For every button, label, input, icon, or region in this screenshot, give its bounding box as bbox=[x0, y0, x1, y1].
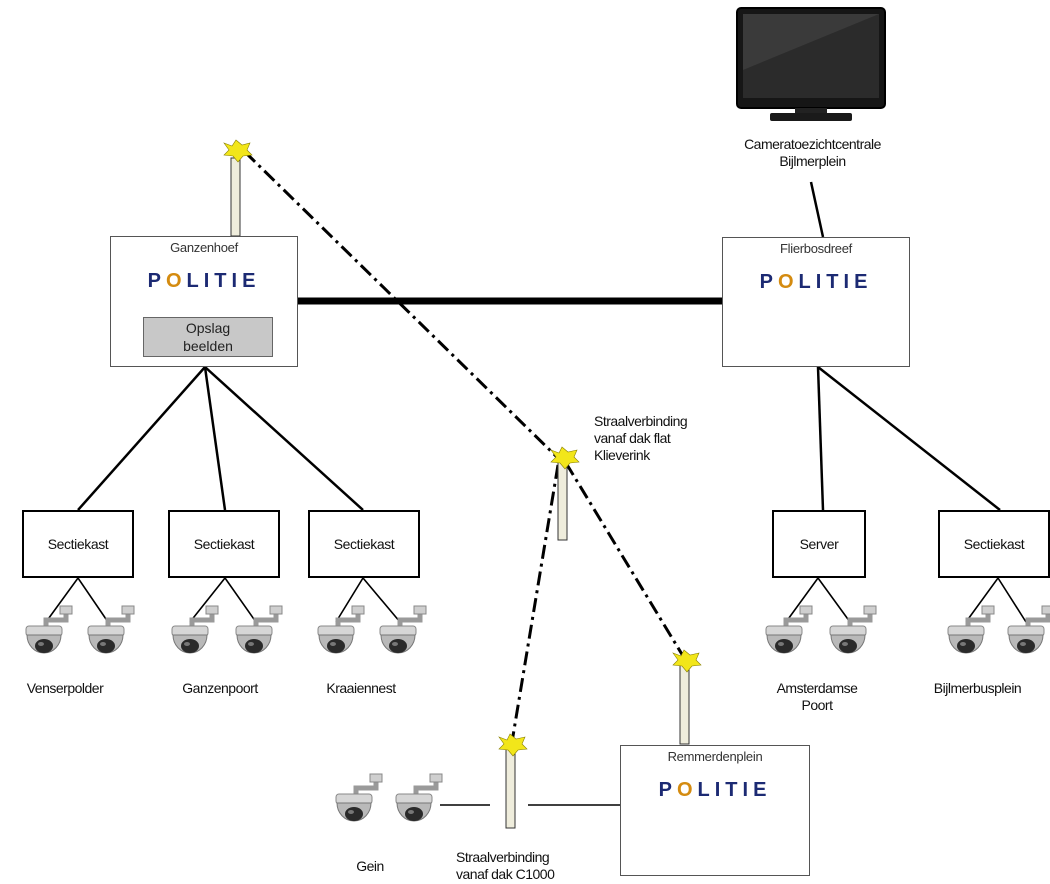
monitor-label-line1: Cameratoezichtcentrale bbox=[744, 136, 881, 152]
storage-line1: Opslag bbox=[185, 320, 231, 336]
antenna-mast-c1000 bbox=[498, 733, 528, 829]
monitor-icon bbox=[736, 7, 886, 121]
sectiekast-box: Sectiekast bbox=[22, 510, 134, 578]
camera-group-label: Venserpolder bbox=[26, 680, 104, 696]
camera-group-label: Gein bbox=[356, 858, 384, 874]
station-name: Ganzenhoef bbox=[170, 240, 238, 255]
politie-logo: POLITIE bbox=[759, 271, 873, 293]
server-box: Server bbox=[772, 510, 866, 578]
relay-label-klieverink: Straalverbinding vanaf dak flat Klieveri… bbox=[594, 413, 688, 464]
sectiekast-box: Sectiekast bbox=[168, 510, 280, 578]
monitor-label-line2: Bijlmerplein bbox=[779, 153, 846, 169]
politie-logo: POLITIE bbox=[147, 270, 261, 292]
sectiekast-box: Sectiekast bbox=[308, 510, 420, 578]
link-sectie3-cameras bbox=[335, 576, 401, 623]
politie-logo: POLITIE bbox=[658, 779, 772, 801]
monitor-label: Cameratoezichtcentrale Bijlmerplein bbox=[700, 136, 925, 170]
link-sectie2-cameras bbox=[189, 576, 257, 623]
relay-label-c1000: Straalverbinding vanaf dak C1000 bbox=[456, 849, 555, 883]
station-name: Remmerdenplein bbox=[667, 749, 763, 764]
link-ganzenhoef-sectie2 bbox=[203, 366, 227, 511]
storage-box: Opslag beelden bbox=[143, 317, 273, 357]
wireless-klieverink-c1000 bbox=[510, 464, 560, 743]
station-remmerdenplein: Remmerdenplein POLITIE bbox=[620, 745, 810, 876]
relay-label-line1: Straalverbinding bbox=[594, 413, 688, 429]
relay-label-line2: vanaf dak C1000 bbox=[456, 866, 555, 882]
link-sectie1-cameras bbox=[45, 576, 109, 623]
antenna-mast-ganzenhoef bbox=[223, 139, 253, 237]
link-sectie5-cameras bbox=[965, 576, 1027, 623]
wireless-ganzenhoef-klieverink bbox=[243, 150, 560, 460]
link-monitor-flierbosdreef bbox=[809, 181, 825, 238]
sectiekast-box: Sectiekast bbox=[938, 510, 1050, 578]
relay-label-line3: Klieverink bbox=[594, 447, 650, 463]
antenna-mast-klieverink bbox=[550, 446, 580, 541]
camera-group-label: Bijlmerbusplein bbox=[933, 680, 1022, 696]
link-ganzenhoef-sectie1 bbox=[77, 366, 206, 511]
station-name: Flierbosdreef bbox=[780, 241, 852, 256]
antenna-mast-remmerdenplein bbox=[672, 649, 702, 745]
station-flierbosdreef: Flierbosdreef POLITIE bbox=[722, 237, 910, 367]
wireless-klieverink-remmerdenplein bbox=[564, 462, 685, 657]
storage-line2: beelden bbox=[183, 338, 233, 354]
camera-group-label: Ganzenpoort bbox=[182, 680, 258, 696]
relay-label-line1: Straalverbinding bbox=[456, 849, 550, 865]
station-ganzenhoef: Ganzenhoef POLITIE Opslag beelden bbox=[110, 236, 298, 367]
camera-group-label-line1: Amsterdamse bbox=[776, 680, 858, 696]
link-server-cameras bbox=[785, 576, 851, 623]
camera-group-label-line2: Poort bbox=[801, 697, 833, 713]
link-flierbosdreef-sectie5 bbox=[817, 366, 1001, 511]
camera-group-label: Kraaiennest bbox=[326, 680, 396, 696]
relay-label-line2: vanaf dak flat bbox=[594, 430, 671, 446]
link-flierbosdreef-server bbox=[816, 366, 825, 511]
camera-group-label: Amsterdamse Poort bbox=[752, 680, 882, 714]
link-ganzenhoef-sectie3 bbox=[204, 366, 364, 511]
